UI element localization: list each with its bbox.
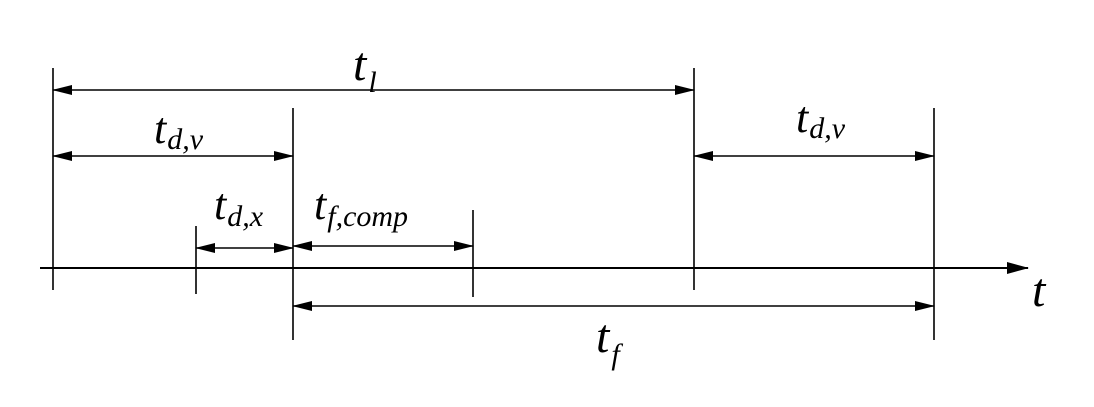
label-t-f: tf (596, 310, 623, 371)
label-t-dx: td,x (214, 180, 264, 233)
axis-label-t: t (1032, 264, 1047, 317)
label-t-l: tl (353, 38, 377, 99)
label-t-dv-right: td,v (796, 93, 846, 145)
label-t-fcomp: tf,comp (314, 180, 408, 233)
label-t-dv-left: td,v (154, 104, 204, 156)
